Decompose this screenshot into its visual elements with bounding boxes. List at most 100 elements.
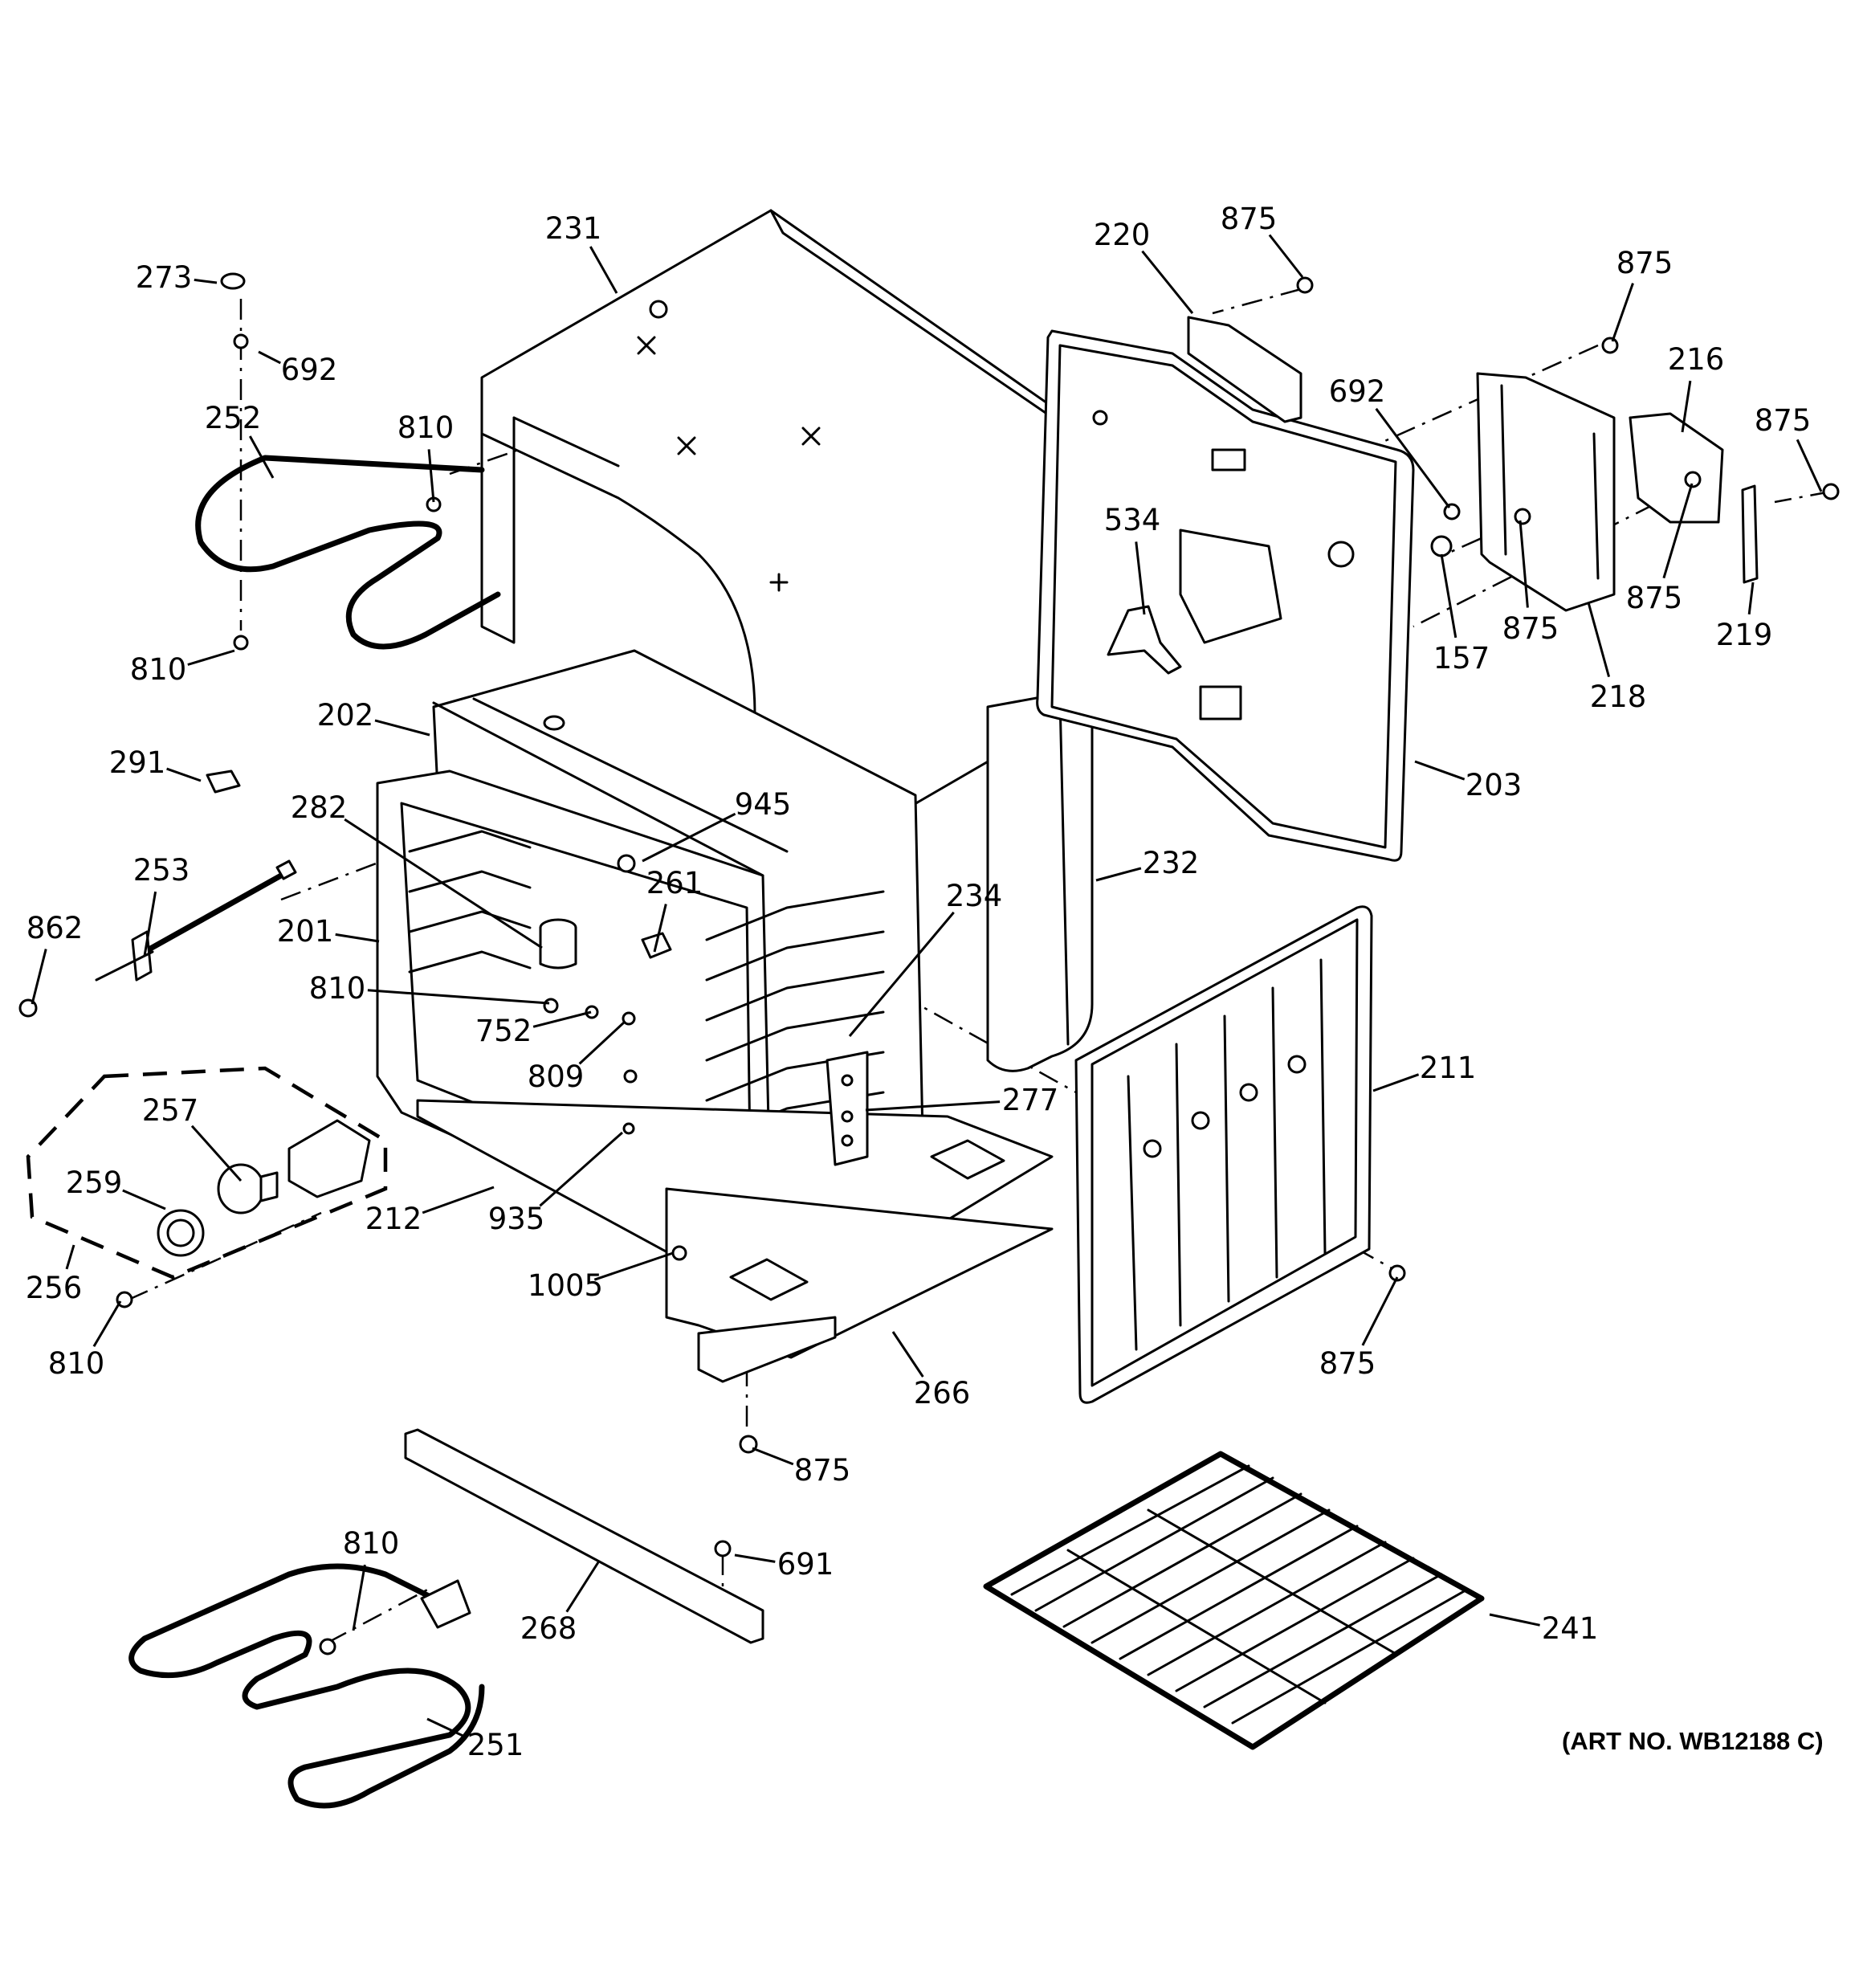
callout-282: 282	[291, 790, 543, 949]
part-number-label: 691	[777, 1547, 834, 1582]
part-number-label: 875	[794, 1453, 851, 1488]
leader-line	[122, 1189, 166, 1210]
leader-line	[865, 1100, 1001, 1112]
callout-862: 862	[26, 911, 84, 1005]
part-number-label: 232	[1143, 846, 1200, 880]
part-number-label: 266	[914, 1376, 971, 1410]
callout-261: 261	[646, 866, 703, 953]
part-number-label: 216	[1668, 342, 1725, 377]
leader-line	[422, 1186, 495, 1214]
callout-875: 875	[752, 1447, 851, 1488]
broil-element-252	[195, 455, 501, 650]
back-panel-203	[1036, 329, 1415, 862]
callout-266: 266	[891, 1331, 971, 1410]
part-number-label: 810	[309, 971, 366, 1006]
callout-218: 218	[1587, 602, 1647, 714]
leader-line	[335, 933, 380, 943]
leader-line	[589, 246, 618, 294]
callout-277: 277	[865, 1083, 1059, 1117]
leader-line	[1747, 582, 1755, 614]
callout-810: 810	[397, 410, 455, 503]
callout-219: 219	[1716, 582, 1773, 652]
leader-line	[166, 767, 202, 782]
part-number-label: 862	[26, 911, 84, 945]
part-number-label: 810	[48, 1346, 105, 1381]
part-number-label: 157	[1433, 641, 1490, 676]
part-number-label: 945	[735, 787, 792, 822]
bracket-266-lower	[697, 1316, 837, 1383]
callout-692: 692	[258, 350, 337, 387]
callout-809: 809	[528, 1020, 626, 1094]
leader-line	[642, 812, 736, 863]
leader-line	[1361, 1276, 1399, 1346]
callout-810: 810	[130, 649, 235, 687]
part-number-label: 875	[1502, 611, 1559, 646]
leader-line	[539, 1131, 623, 1207]
part-number-label: 253	[133, 853, 190, 888]
leader-line	[248, 435, 275, 479]
leader-line	[1372, 1073, 1420, 1092]
callout-875: 875	[1221, 202, 1304, 278]
door-inner-211	[1074, 905, 1373, 1404]
callout-232: 232	[1095, 846, 1200, 882]
part-number-label: 935	[488, 1202, 545, 1236]
callout-691: 691	[734, 1547, 834, 1582]
part-number-label: 252	[205, 401, 262, 435]
part-number-label: 291	[109, 745, 166, 780]
callout-875: 875	[1755, 403, 1823, 492]
thermostat-157	[1430, 535, 1453, 557]
leader-line	[92, 1300, 122, 1348]
callout-268: 268	[520, 1561, 600, 1646]
side-panel-232	[986, 689, 1094, 1072]
leader-line	[344, 818, 543, 949]
callout-810: 810	[309, 971, 550, 1006]
part-number-label: 875	[1616, 246, 1673, 280]
callout-231: 231	[545, 211, 618, 294]
shroud-216	[1629, 412, 1724, 524]
callout-875: 875	[1611, 246, 1673, 342]
leader-line	[427, 449, 435, 503]
part-number-label: 692	[1329, 374, 1386, 409]
callout-273: 273	[136, 260, 218, 295]
fan-housing-218	[1476, 372, 1616, 612]
part-number-label: 231	[545, 211, 602, 246]
callout-1005: 1005	[528, 1251, 674, 1303]
leader-line	[734, 1553, 776, 1563]
bracket-277	[826, 1051, 869, 1166]
leader-line	[1662, 483, 1694, 579]
callout-201: 201	[277, 914, 380, 949]
leader-line	[1095, 867, 1142, 882]
part-number-label: 220	[1094, 218, 1151, 252]
leader-line	[1611, 283, 1634, 342]
part-number-label: 203	[1466, 768, 1523, 802]
part-number-label: 212	[365, 1202, 422, 1236]
callout-252: 252	[205, 401, 275, 479]
callout-810: 810	[343, 1526, 399, 1631]
leader-line	[1135, 541, 1146, 615]
leader-line	[1141, 250, 1194, 314]
leader-line	[1440, 553, 1457, 639]
leader-line	[194, 278, 218, 284]
part-number-label: 219	[1716, 618, 1773, 652]
bracket-220	[1187, 316, 1302, 423]
probe-253	[95, 859, 297, 982]
callout-259: 259	[66, 1165, 166, 1210]
bracket-534	[1107, 605, 1182, 675]
part-number-label: 257	[142, 1093, 199, 1128]
callout-216: 216	[1668, 342, 1725, 433]
part-number-label: 218	[1590, 680, 1647, 714]
callout-945: 945	[642, 787, 792, 863]
terminal-strip-219	[1741, 484, 1759, 584]
part-number-label: 277	[1002, 1083, 1059, 1117]
callout-257: 257	[142, 1093, 243, 1182]
callout-935: 935	[488, 1131, 623, 1236]
leader-line	[187, 649, 235, 666]
callout-203: 203	[1414, 760, 1523, 802]
callout-291: 291	[109, 745, 202, 782]
light-assembly-256	[26, 1066, 388, 1280]
part-number-label: 810	[397, 410, 455, 445]
callout-234: 234	[848, 879, 1003, 1037]
part-number-label: 234	[946, 879, 1003, 913]
